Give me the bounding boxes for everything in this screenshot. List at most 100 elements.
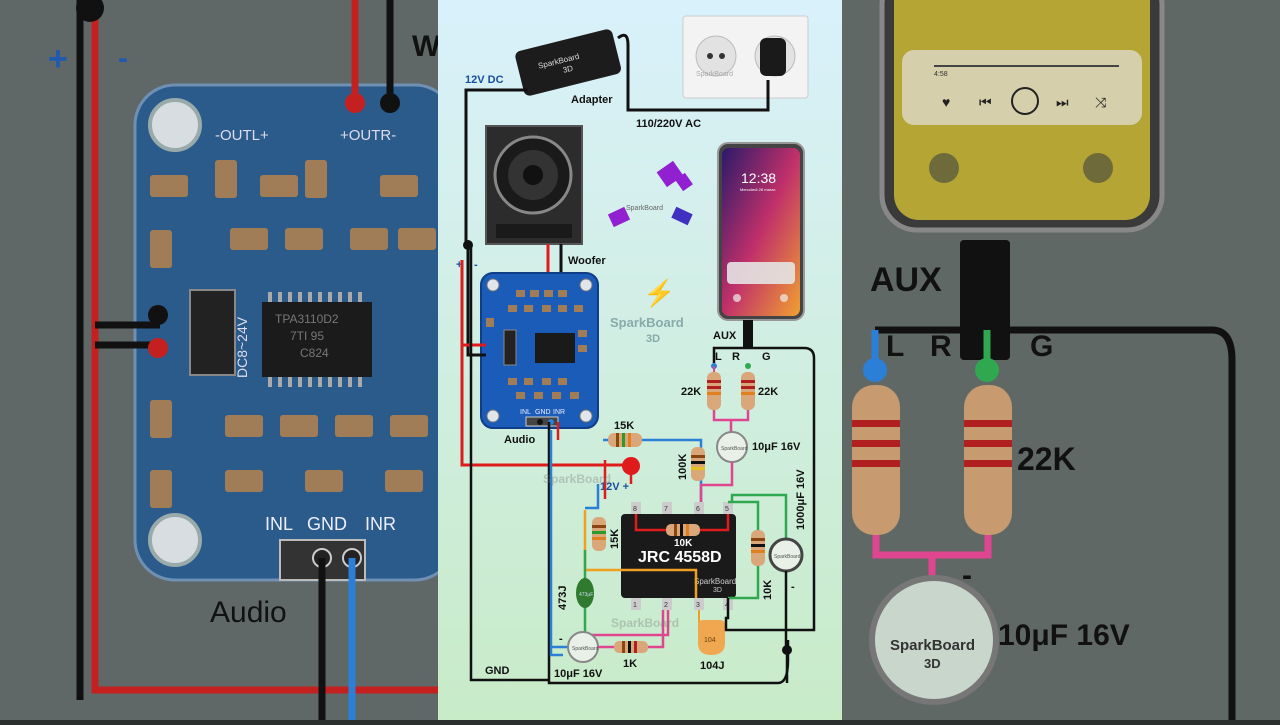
right-background-zoom: 4:58 ♥ ⏮ ⏭ ⤨ AUX L R G 22K SparkBoard 3D…: [842, 0, 1280, 720]
ac-cable: [617, 33, 770, 112]
power-adapter: SparkBoard 3D: [515, 29, 621, 96]
zoom-brand: SparkBoard: [890, 637, 975, 654]
chip-label: JRC 4558D: [638, 549, 722, 566]
capacitor-1000uf: SparkBoard: [768, 537, 804, 573]
adapter-brand-sub: 3D: [562, 64, 574, 75]
left-zoom-graphic: TPA3110D2 7TI 95 C824 DC8~24V -OUTL+ +OU…: [0, 0, 438, 720]
r10k-right-label: 10K: [762, 580, 774, 600]
phone-time: 12:38: [741, 170, 776, 186]
wall-socket: SparkBoard: [682, 15, 809, 99]
minus-sign: -: [118, 42, 128, 75]
watermark-brand-1: SparkBoard: [543, 472, 611, 486]
ac-label: 110/220V AC: [636, 118, 701, 130]
inr-label: INR: [365, 514, 396, 534]
r22k-right-label: 22K: [758, 386, 778, 398]
audio-label: Audio: [504, 434, 535, 446]
cap-minus: -: [962, 559, 972, 592]
pin-6: 6: [696, 506, 700, 513]
l-label: L: [886, 330, 904, 363]
resistor-10k-right: [751, 530, 765, 566]
aux-label: AUX: [713, 330, 737, 342]
circuit-svg: SparkBoard 3D 12V DC Adapter SparkBoard …: [438, 0, 842, 720]
circuit-diagram: SparkBoard 3D 12V DC Adapter SparkBoard …: [438, 0, 842, 720]
cap473-text: 473μF: [579, 592, 593, 598]
woofer-speaker: [485, 125, 583, 245]
resistor-15k-left: [592, 517, 606, 551]
logo-brand-sub: 3D: [646, 333, 660, 345]
chip-text-1: TPA3110D2: [275, 312, 339, 326]
prev-icon: ⏮: [979, 94, 992, 110]
aux-r-label: R: [732, 351, 740, 363]
zoom-capacitor: [869, 575, 999, 705]
pin-8: 8: [633, 506, 637, 513]
g-label: G: [1030, 330, 1053, 363]
black-power-wire: [466, 245, 486, 357]
dc-label: 12V DC: [465, 74, 504, 86]
aux-plug: [743, 320, 753, 348]
woofer-label: Woofer: [568, 255, 606, 267]
capacitor-10uf-bottom: SparkBoard: [567, 631, 599, 663]
plus-label: +: [456, 259, 462, 271]
capacitor-104j: 104: [698, 620, 725, 655]
zoomed-chip: [262, 302, 372, 377]
minus-label: -: [474, 259, 478, 271]
phone-date: Mercoledì 28 marzo: [740, 187, 776, 192]
left-background-zoom: TPA3110D2 7TI 95 C824 DC8~24V -OUTL+ +OU…: [0, 0, 438, 720]
jrc4558d-chip: 8 7 6 5 1 2 3 4 JRC 4558D SparkBoard 3D: [621, 502, 736, 610]
gnd-label: GND: [485, 665, 510, 677]
board-inl: INL: [520, 409, 531, 416]
audio-label: Audio: [210, 596, 287, 629]
cap-label: 10μF 16V: [998, 619, 1130, 652]
adapter-label: Adapter: [571, 94, 613, 106]
resistor-1k: [614, 641, 648, 653]
aux-g-label: G: [762, 351, 771, 363]
heart-icon: ♥: [942, 94, 950, 110]
logo-bolt-icon: ⚡: [643, 278, 675, 309]
amplifier-board: INL GND INR: [480, 272, 599, 429]
chip-brand-sub: 3D: [713, 587, 722, 594]
zoom-brand-sub: 3D: [924, 656, 941, 671]
cap-10uf-top-label: 10μF 16V: [752, 441, 801, 453]
board-inr: INR: [553, 409, 565, 416]
pin-2: 2: [664, 602, 668, 609]
watermark: SparkBoard SparkBoard: [543, 472, 679, 630]
chip-text-3: C824: [300, 346, 329, 360]
smartphone: 12:38 Mercoledì 28 marzo: [717, 142, 805, 321]
cap1000-minus: -: [791, 581, 795, 593]
resistor-22k-left: [707, 366, 721, 410]
dc-cable: [464, 88, 528, 245]
socket-brand: SparkBoard: [696, 71, 733, 78]
cap473j-label: 473J: [557, 586, 569, 610]
phone-zoom-time: 4:58: [934, 71, 948, 78]
r22k-left-label: 22K: [681, 386, 701, 398]
gnd-label: GND: [307, 514, 347, 534]
w-label: W: [412, 30, 438, 63]
outl-label: -OUTL+: [215, 127, 269, 144]
logo-brand: SparkBoard: [610, 315, 684, 330]
resistor-10k-top: [666, 524, 700, 536]
pin-7: 7: [664, 506, 668, 513]
dc-label: DC8~24V: [234, 316, 250, 378]
pin-3: 3: [696, 602, 700, 609]
sparkboard-logo: ⚡ SparkBoard 3D: [610, 278, 684, 345]
aux-label: AUX: [870, 261, 942, 299]
res-label: 22K: [1017, 441, 1076, 477]
resistor-22k-right: [741, 372, 755, 410]
cap1000-brand: SparkBoard: [774, 554, 801, 560]
next-icon: ⏭: [1056, 94, 1069, 110]
inr-wire: [549, 430, 563, 657]
r15k-top-label: 15K: [614, 420, 634, 432]
orange-wire: [583, 510, 698, 598]
socket-plug: [760, 38, 786, 76]
capacitor-473j: 473μF: [576, 578, 594, 608]
deco-brand: SparkBoard: [626, 205, 663, 212]
pin-1: 1: [633, 602, 637, 609]
resistor-15k-top: [608, 433, 642, 447]
aux-l-label: L: [715, 351, 722, 363]
plug-decoration: SparkBoard: [607, 160, 693, 228]
red-power-wire: [460, 260, 631, 467]
capacitor-10uf-top: SparkBoard: [716, 431, 748, 463]
aux-ground-wire: [712, 346, 816, 632]
pin-5: 5: [725, 506, 729, 513]
cap-bottom-minus: -: [559, 633, 563, 645]
